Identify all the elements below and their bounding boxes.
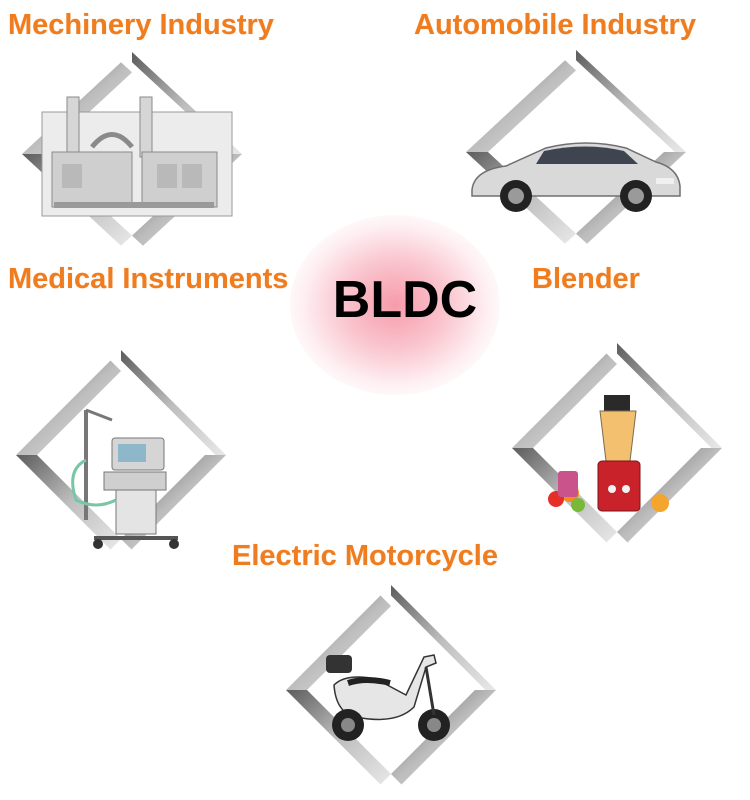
medical-device-icon	[71, 408, 179, 549]
label-machinery-industry: Mechinery Industry	[8, 9, 274, 41]
label-electric-motorcycle: Electric Motorcycle	[232, 540, 498, 572]
tile-automobile	[466, 50, 686, 255]
center-title: BLDC	[332, 271, 478, 329]
label-automobile-industry: Automobile Industry	[414, 9, 696, 41]
label-medical-instruments: Medical Instruments	[8, 263, 289, 295]
tile-electric-motorcycle	[286, 585, 496, 795]
tile-medical	[16, 350, 226, 560]
scooter-icon	[326, 654, 450, 741]
tile-machinery	[22, 52, 242, 257]
tile-blender	[512, 343, 722, 553]
machinery-icon	[41, 96, 233, 217]
frame-motorcycle	[286, 585, 496, 785]
blender-icon	[548, 395, 669, 512]
label-blender: Blender	[532, 263, 640, 295]
center-glow	[290, 215, 500, 395]
car-icon	[471, 142, 681, 212]
